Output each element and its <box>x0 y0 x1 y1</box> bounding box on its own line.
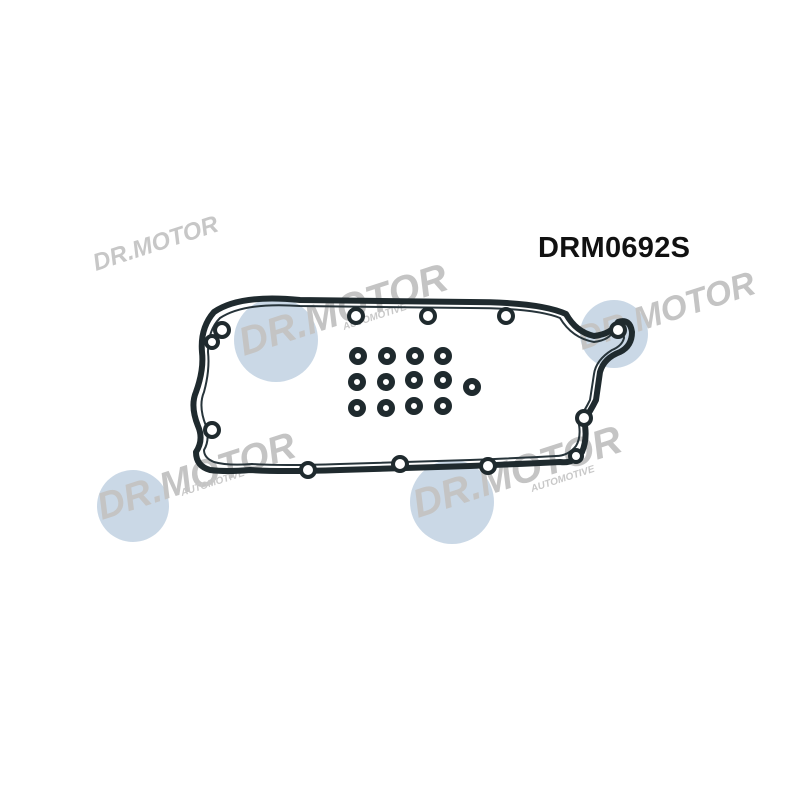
bolt-tab <box>419 307 437 325</box>
seal-ring <box>405 397 423 415</box>
seal-ring-set <box>348 347 481 417</box>
bolt-tab <box>347 307 365 325</box>
valve-cover-gasket <box>190 295 635 479</box>
watermark-logo-top-left-edge: DR.MOTOR <box>90 211 223 277</box>
bolt-tab <box>391 455 409 473</box>
bolt-tab <box>213 321 231 339</box>
bolt-tab <box>609 321 627 339</box>
bolt-tab <box>479 457 497 475</box>
watermark-circle <box>234 298 318 382</box>
bolt-tab <box>299 461 317 479</box>
bolt-tab <box>568 448 584 464</box>
bolt-tab <box>497 307 515 325</box>
watermark-logo-lower-right: DR.MOTOR AUTOMOTIVE <box>407 418 627 544</box>
seal-ring <box>405 371 423 389</box>
watermark-circle <box>410 460 494 544</box>
watermark-circle <box>97 470 169 542</box>
product-code-label: DRM0692S <box>538 232 691 264</box>
seal-ring <box>378 347 396 365</box>
seal-ring <box>377 373 395 391</box>
seal-ring <box>434 347 452 365</box>
watermark-logo-right-edge: DR.MOTOR <box>573 264 760 368</box>
seal-ring <box>348 399 366 417</box>
seal-ring <box>406 347 424 365</box>
gasket-bolt-tabs <box>203 307 627 479</box>
seal-ring <box>434 397 452 415</box>
watermark-brand-text: DR.MOTOR <box>90 211 223 277</box>
bolt-tab <box>575 409 593 427</box>
bolt-tab <box>204 334 220 350</box>
seal-ring <box>349 347 367 365</box>
seal-ring <box>377 399 395 417</box>
seal-ring <box>434 371 452 389</box>
seal-ring <box>463 378 481 396</box>
bolt-tab <box>203 421 221 439</box>
seal-ring <box>348 373 366 391</box>
watermark-logo-lower-left: DR.MOTOR AUTOMOTIVE <box>92 425 301 542</box>
